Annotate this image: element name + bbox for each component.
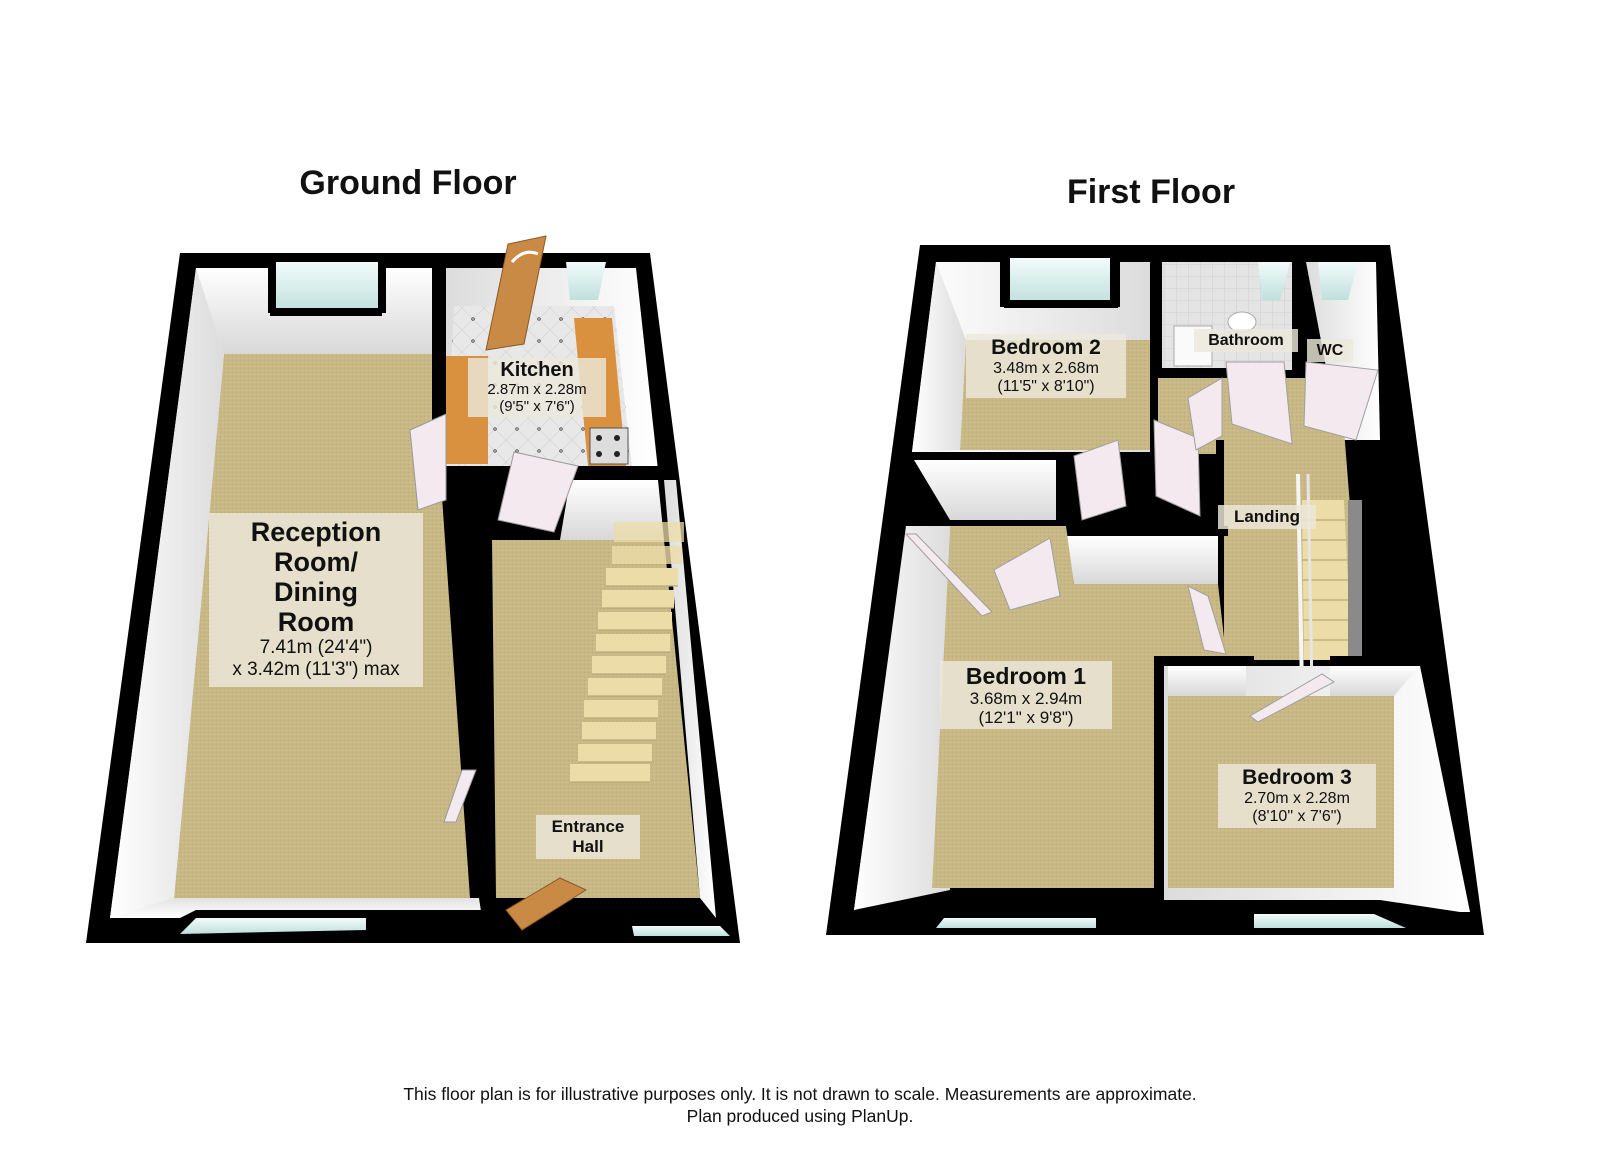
room-name: Bedroom 3 <box>1242 766 1352 789</box>
room-dimensions: x 3.42m (11'3") max <box>232 659 400 680</box>
room-dimensions: 2.87m x 2.28m <box>487 381 587 398</box>
room-name: WC <box>1316 342 1344 359</box>
room-label-wc: WC <box>1307 339 1353 362</box>
room-label-reception: Reception Room/ Dining Room 7.41m (24'4"… <box>209 513 423 687</box>
room-label-bathroom: Bathroom <box>1194 329 1298 352</box>
room-name: Kitchen <box>500 359 574 381</box>
room-label-bedroom-3: Bedroom 3 2.70m x 2.28m (8'10" x 7'6") <box>1218 764 1376 828</box>
room-label-landing: Landing <box>1218 505 1316 529</box>
room-label-bedroom-2: Bedroom 2 3.48m x 2.68m (11'5" x 8'10") <box>966 334 1126 398</box>
room-dimensions: 2.70m x 2.28m <box>1244 790 1350 807</box>
ground-floor-stairs <box>570 522 684 783</box>
room-name: Hall <box>572 837 604 856</box>
produced-by-text: Plan produced using PlanUp. <box>686 1106 914 1126</box>
room-name: Bathroom <box>1208 332 1284 349</box>
room-dimensions: (9'5" x 7'6") <box>499 398 575 415</box>
room-name: Entrance <box>551 817 625 836</box>
room-label-entrance-hall: Entrance Hall <box>536 815 640 859</box>
room-name: Bedroom 2 <box>991 336 1101 359</box>
disclaimer-text: This floor plan is for illustrative purp… <box>403 1084 1197 1104</box>
room-dimensions: (11'5" x 8'10") <box>997 378 1095 395</box>
room-name: Bedroom 1 <box>965 663 1087 689</box>
room-label-kitchen: Kitchen 2.87m x 2.28m (9'5" x 7'6") <box>468 358 606 417</box>
disclaimer-footer: This floor plan is for illustrative purp… <box>0 1083 1600 1127</box>
ground-floor-title: Ground Floor <box>299 164 517 202</box>
room-name: Room/ <box>274 547 358 577</box>
room-name: Landing <box>1233 507 1301 526</box>
first-floor-title: First Floor <box>1066 173 1236 211</box>
room-name: Room <box>277 607 355 637</box>
room-dimensions: (12'1" x 9'8") <box>978 708 1074 727</box>
room-name: Reception <box>250 517 382 547</box>
room-dimensions: 7.41m (24'4") <box>259 637 373 658</box>
room-label-bedroom-1: Bedroom 1 3.68m x 2.94m (12'1" x 9'8") <box>940 661 1112 729</box>
room-dimensions: 3.48m x 2.68m <box>993 360 1099 377</box>
room-dimensions: (8'10" x 7'6") <box>1252 808 1342 825</box>
room-name: Dining <box>274 577 358 607</box>
room-dimensions: 3.68m x 2.94m <box>969 689 1083 708</box>
first-floor-stairs <box>1296 473 1362 691</box>
first-floor-plan <box>826 245 1484 935</box>
